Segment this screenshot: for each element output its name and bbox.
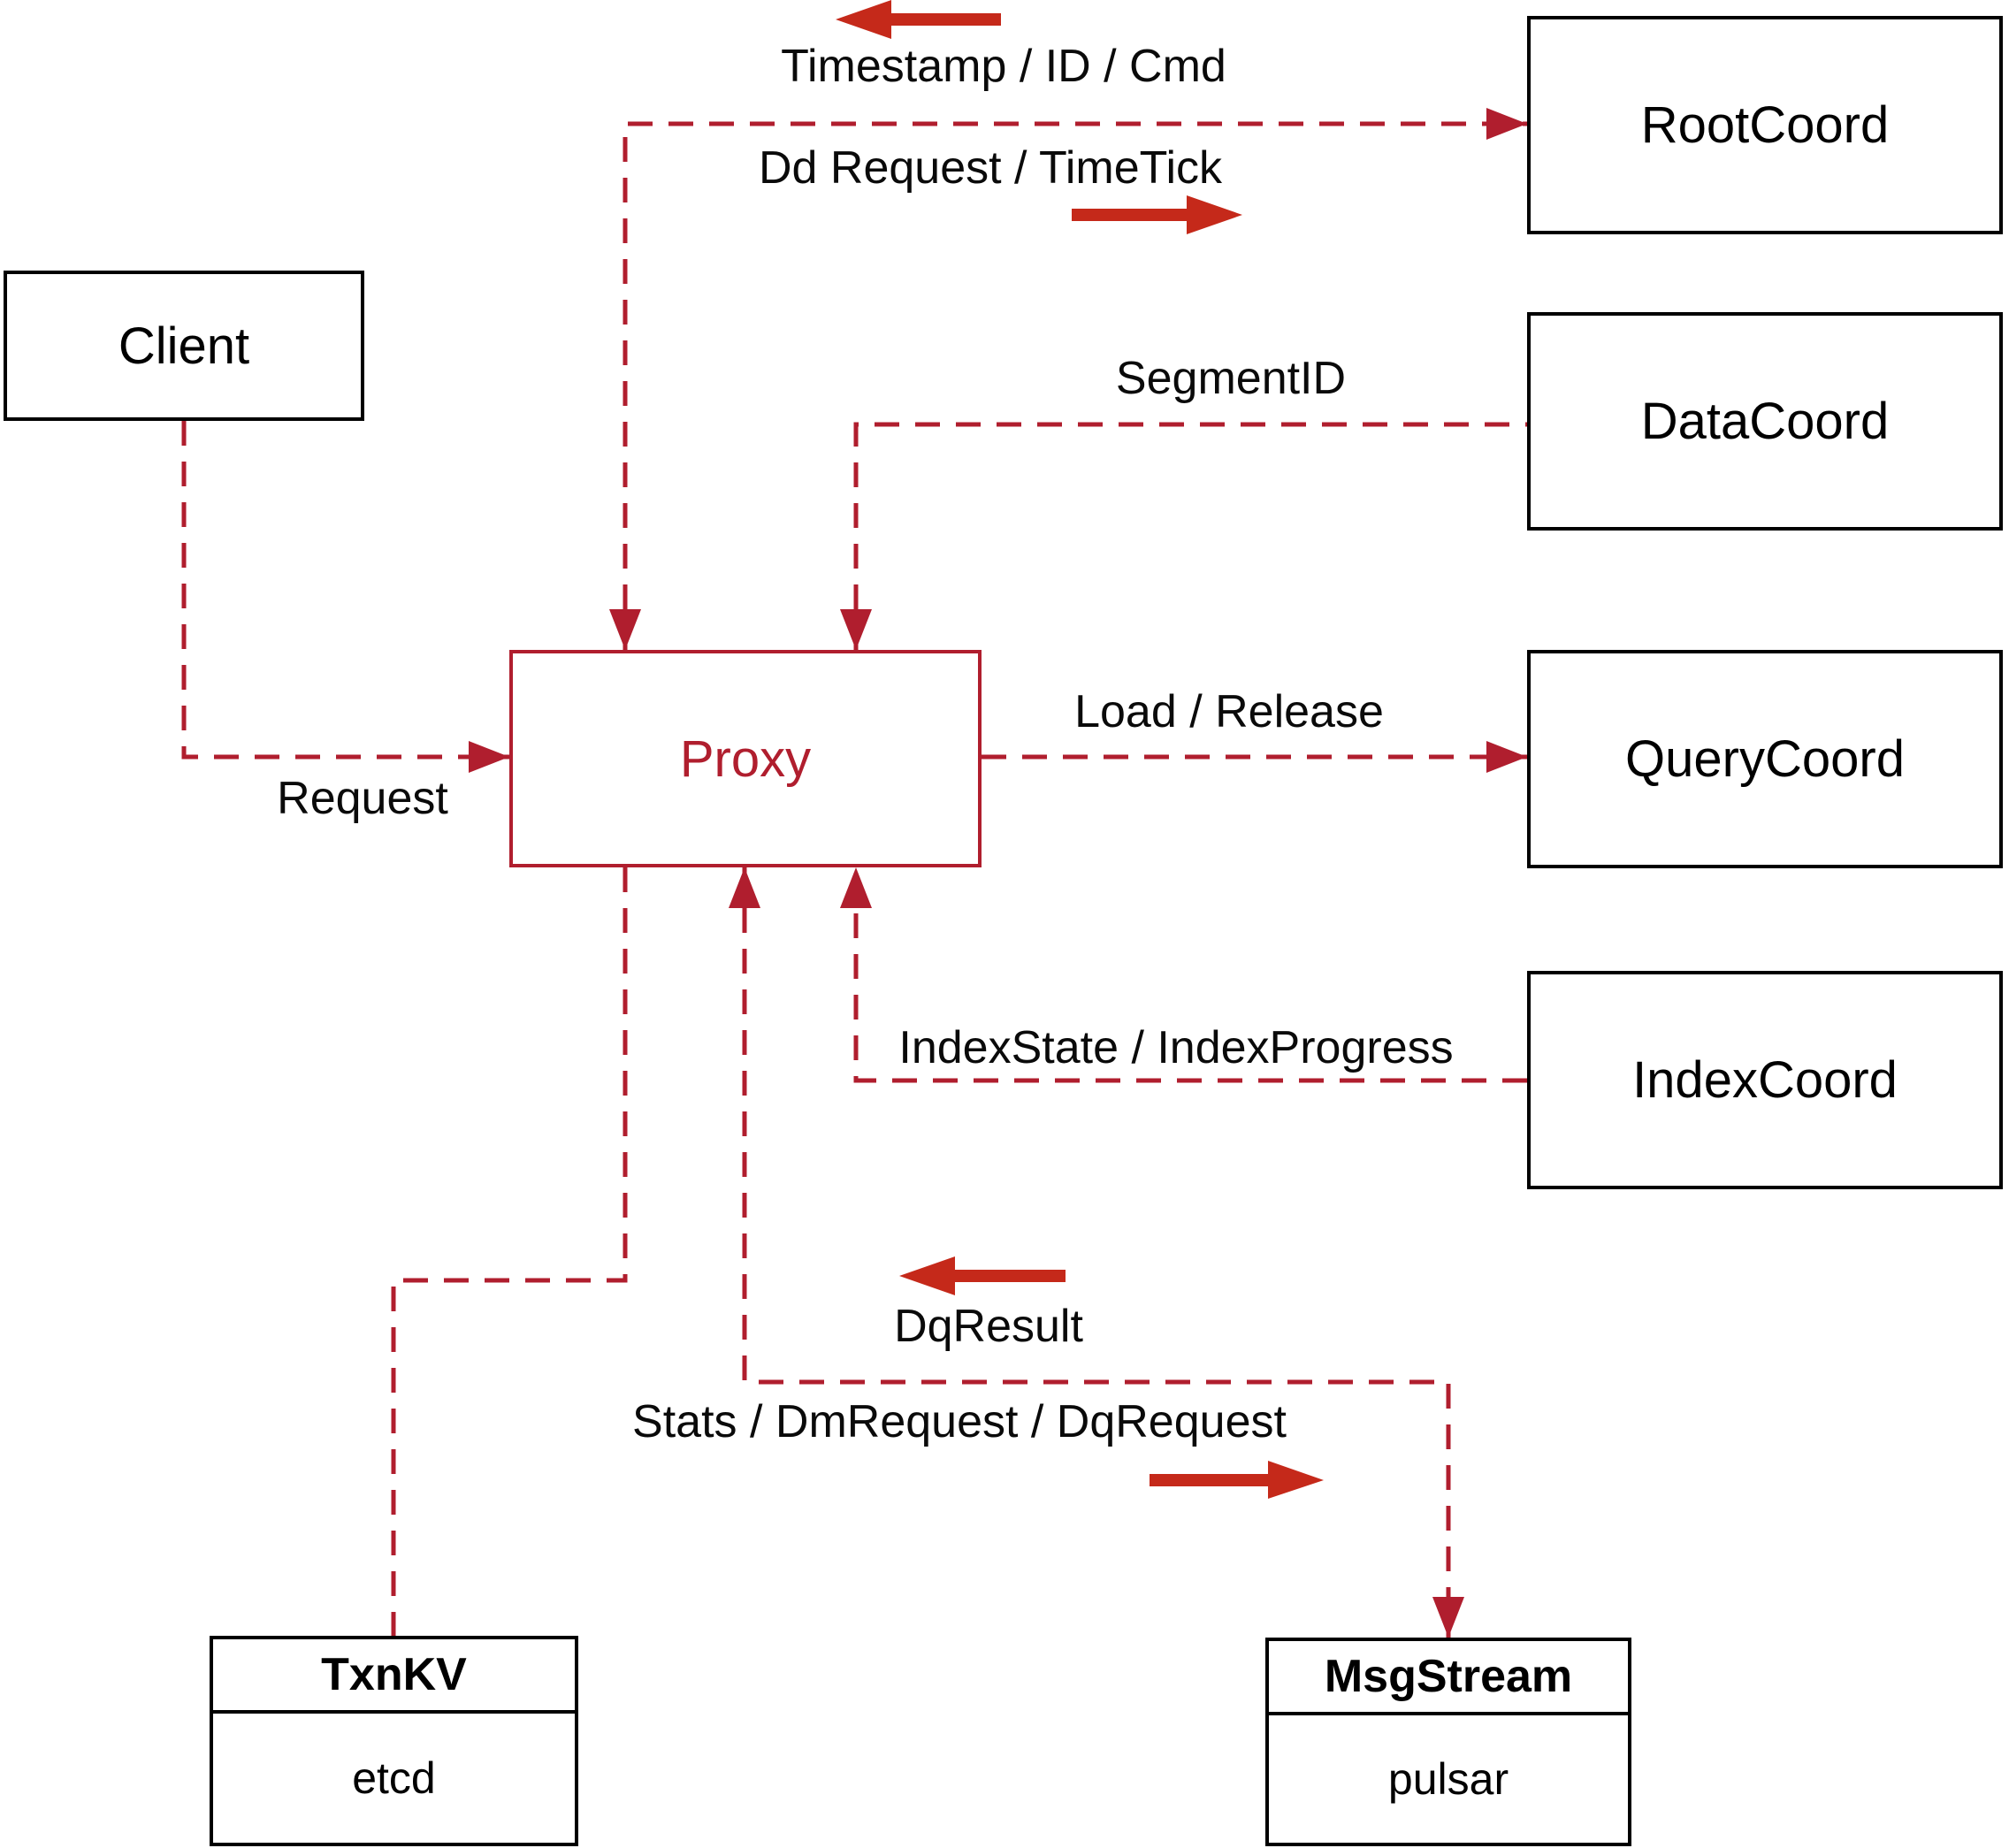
node-indexcoord-label: IndexCoord — [1632, 1051, 1898, 1109]
node-msgstream-title: MsgStream — [1269, 1641, 1628, 1715]
arrowhead-into-proxy-bottom-left — [729, 867, 760, 908]
arrowhead-into-querycoord — [1486, 741, 1527, 773]
node-proxy-label: Proxy — [679, 729, 812, 788]
node-client: Client — [4, 271, 364, 421]
node-client-label: Client — [118, 317, 250, 375]
direction-arrow-left-dqresult — [899, 1256, 1066, 1295]
edge-label-request: Request — [277, 773, 448, 824]
edge-label-dqresult: DqResult — [894, 1301, 1083, 1352]
node-querycoord: QueryCoord — [1527, 650, 2003, 868]
node-rootcoord-label: RootCoord — [1640, 96, 1890, 154]
node-msgstream: MsgStream pulsar — [1265, 1638, 1631, 1846]
direction-arrow-right-stats — [1150, 1461, 1324, 1499]
node-querycoord-label: QueryCoord — [1625, 730, 1905, 788]
arrowhead-into-rootcoord — [1486, 108, 1527, 140]
node-indexcoord: IndexCoord — [1527, 971, 2003, 1189]
node-datacoord: DataCoord — [1527, 312, 2003, 531]
node-txnkv: TxnKV etcd — [210, 1636, 578, 1846]
edge-proxy-txnkv — [391, 867, 628, 1636]
edge-label-segment-id: SegmentID — [1115, 353, 1347, 404]
node-rootcoord: RootCoord — [1527, 16, 2003, 234]
edge-datacoord-proxy — [853, 422, 1527, 650]
node-txnkv-subtitle: etcd — [352, 1753, 436, 1803]
node-datacoord-label: DataCoord — [1640, 393, 1890, 450]
edge-label-timestamp-id-cmd: Timestamp / ID / Cmd — [781, 41, 1226, 92]
node-msgstream-subtitle: pulsar — [1387, 1754, 1509, 1804]
arrowhead-into-proxy-bottom-right — [840, 867, 872, 908]
arrowhead-into-proxy-top-right — [840, 609, 872, 650]
edge-label-load-release: Load / Release — [1074, 686, 1384, 737]
edge-proxy-rootcoord — [623, 121, 1527, 650]
edge-proxy-msgstream — [742, 867, 1451, 1638]
arrowhead-into-proxy-top-left — [609, 609, 641, 650]
edge-client-proxy — [181, 421, 509, 760]
edge-label-stats-dmrequest-dqrequest: Stats / DmRequest / DqRequest — [632, 1396, 1287, 1447]
arrowhead-into-proxy-left — [469, 741, 509, 773]
edge-label-dd-request-timetick: Dd Request / TimeTick — [758, 142, 1223, 194]
arrowhead-into-msgstream — [1432, 1597, 1464, 1638]
direction-arrow-left-timestamp — [836, 0, 1001, 39]
direction-arrow-right-ddrequest — [1072, 195, 1242, 234]
node-proxy: Proxy — [509, 650, 982, 867]
node-txnkv-title: TxnKV — [213, 1639, 575, 1714]
edge-indexcoord-proxy — [853, 867, 1527, 1083]
edge-label-indexstate-indexprogress: IndexState / IndexProgress — [898, 1022, 1454, 1073]
